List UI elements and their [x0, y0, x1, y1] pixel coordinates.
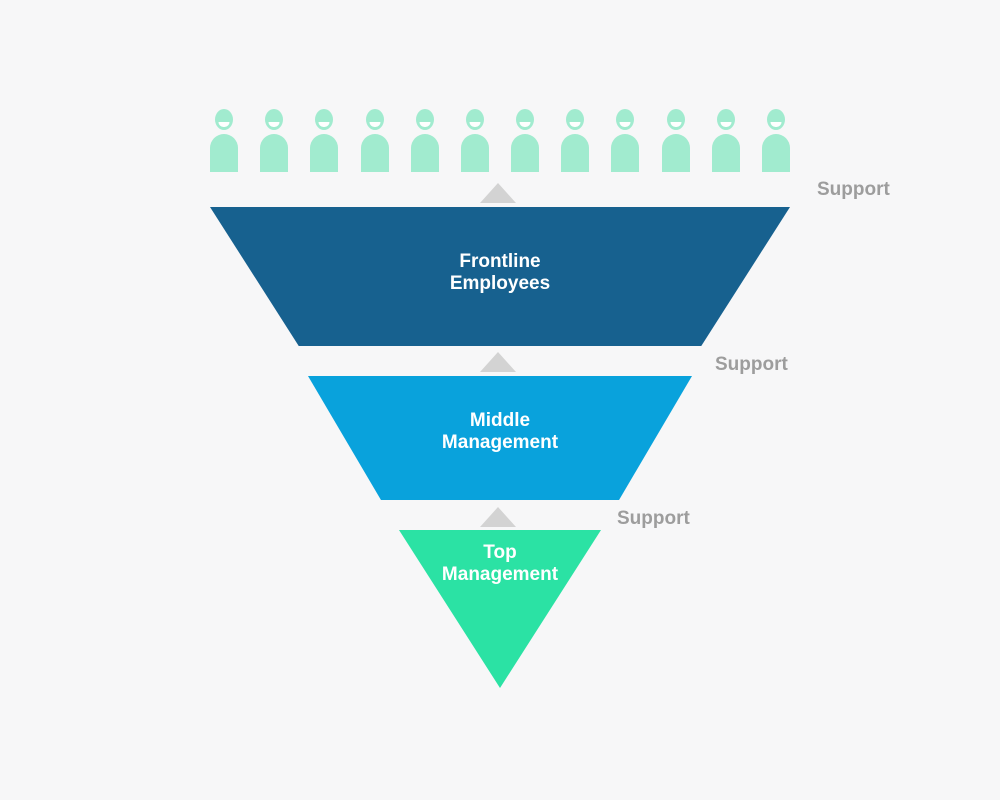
person-smile [369, 121, 381, 127]
person-icon [310, 109, 339, 172]
person-smile [720, 121, 732, 127]
person-body [460, 134, 489, 172]
funnel-level-frontline-employees: Frontline Employees [210, 207, 790, 346]
support-label: Support [617, 508, 690, 529]
person-smile [770, 121, 782, 127]
person-body [661, 134, 690, 172]
person-head [666, 109, 685, 130]
person-icon [460, 109, 489, 172]
person-icon [210, 109, 238, 172]
funnel-level-middle-management: Middle Management [308, 376, 692, 500]
person-smile [318, 121, 330, 127]
person-body [761, 134, 790, 172]
person-body [611, 134, 640, 172]
person-smile [670, 121, 682, 127]
person-head [566, 109, 585, 130]
person-smile [519, 121, 531, 127]
funnel-level-label: Middle Management [441, 409, 559, 453]
person-icon [611, 109, 640, 172]
person-body [210, 134, 238, 172]
person-head [766, 109, 785, 130]
person-icon [761, 109, 790, 172]
person-body [410, 134, 439, 172]
support-label: Support [715, 354, 788, 375]
person-icon [711, 109, 740, 172]
person-smile [619, 121, 631, 127]
person-body [260, 134, 289, 172]
person-icon [661, 109, 690, 172]
person-head [616, 109, 635, 130]
person-icon [561, 109, 590, 172]
person-head [716, 109, 735, 130]
support-label: Support [817, 179, 890, 200]
person-body [561, 134, 590, 172]
person-head [465, 109, 484, 130]
up-arrow-icon [480, 183, 516, 203]
funnel-level-top-management: Top Management [399, 530, 601, 688]
person-icon [360, 109, 389, 172]
person-head [215, 109, 233, 130]
up-arrow-icon [480, 352, 516, 372]
person-icon [410, 109, 439, 172]
person-head [516, 109, 535, 130]
person-head [315, 109, 334, 130]
person-head [365, 109, 384, 130]
people-row [210, 109, 790, 173]
person-smile [268, 121, 280, 127]
person-head [415, 109, 434, 130]
person-smile [569, 121, 581, 127]
person-head [265, 109, 284, 130]
funnel-level-label: Frontline Employees [449, 251, 551, 294]
person-smile [419, 121, 431, 127]
person-body [511, 134, 540, 172]
up-arrow-icon [480, 507, 516, 527]
person-icon [260, 109, 289, 172]
person-body [310, 134, 339, 172]
person-smile [469, 121, 481, 127]
person-body [360, 134, 389, 172]
funnel-level-label: Top Management [441, 542, 559, 585]
person-icon [511, 109, 540, 172]
person-smile [218, 121, 230, 127]
person-body [711, 134, 740, 172]
